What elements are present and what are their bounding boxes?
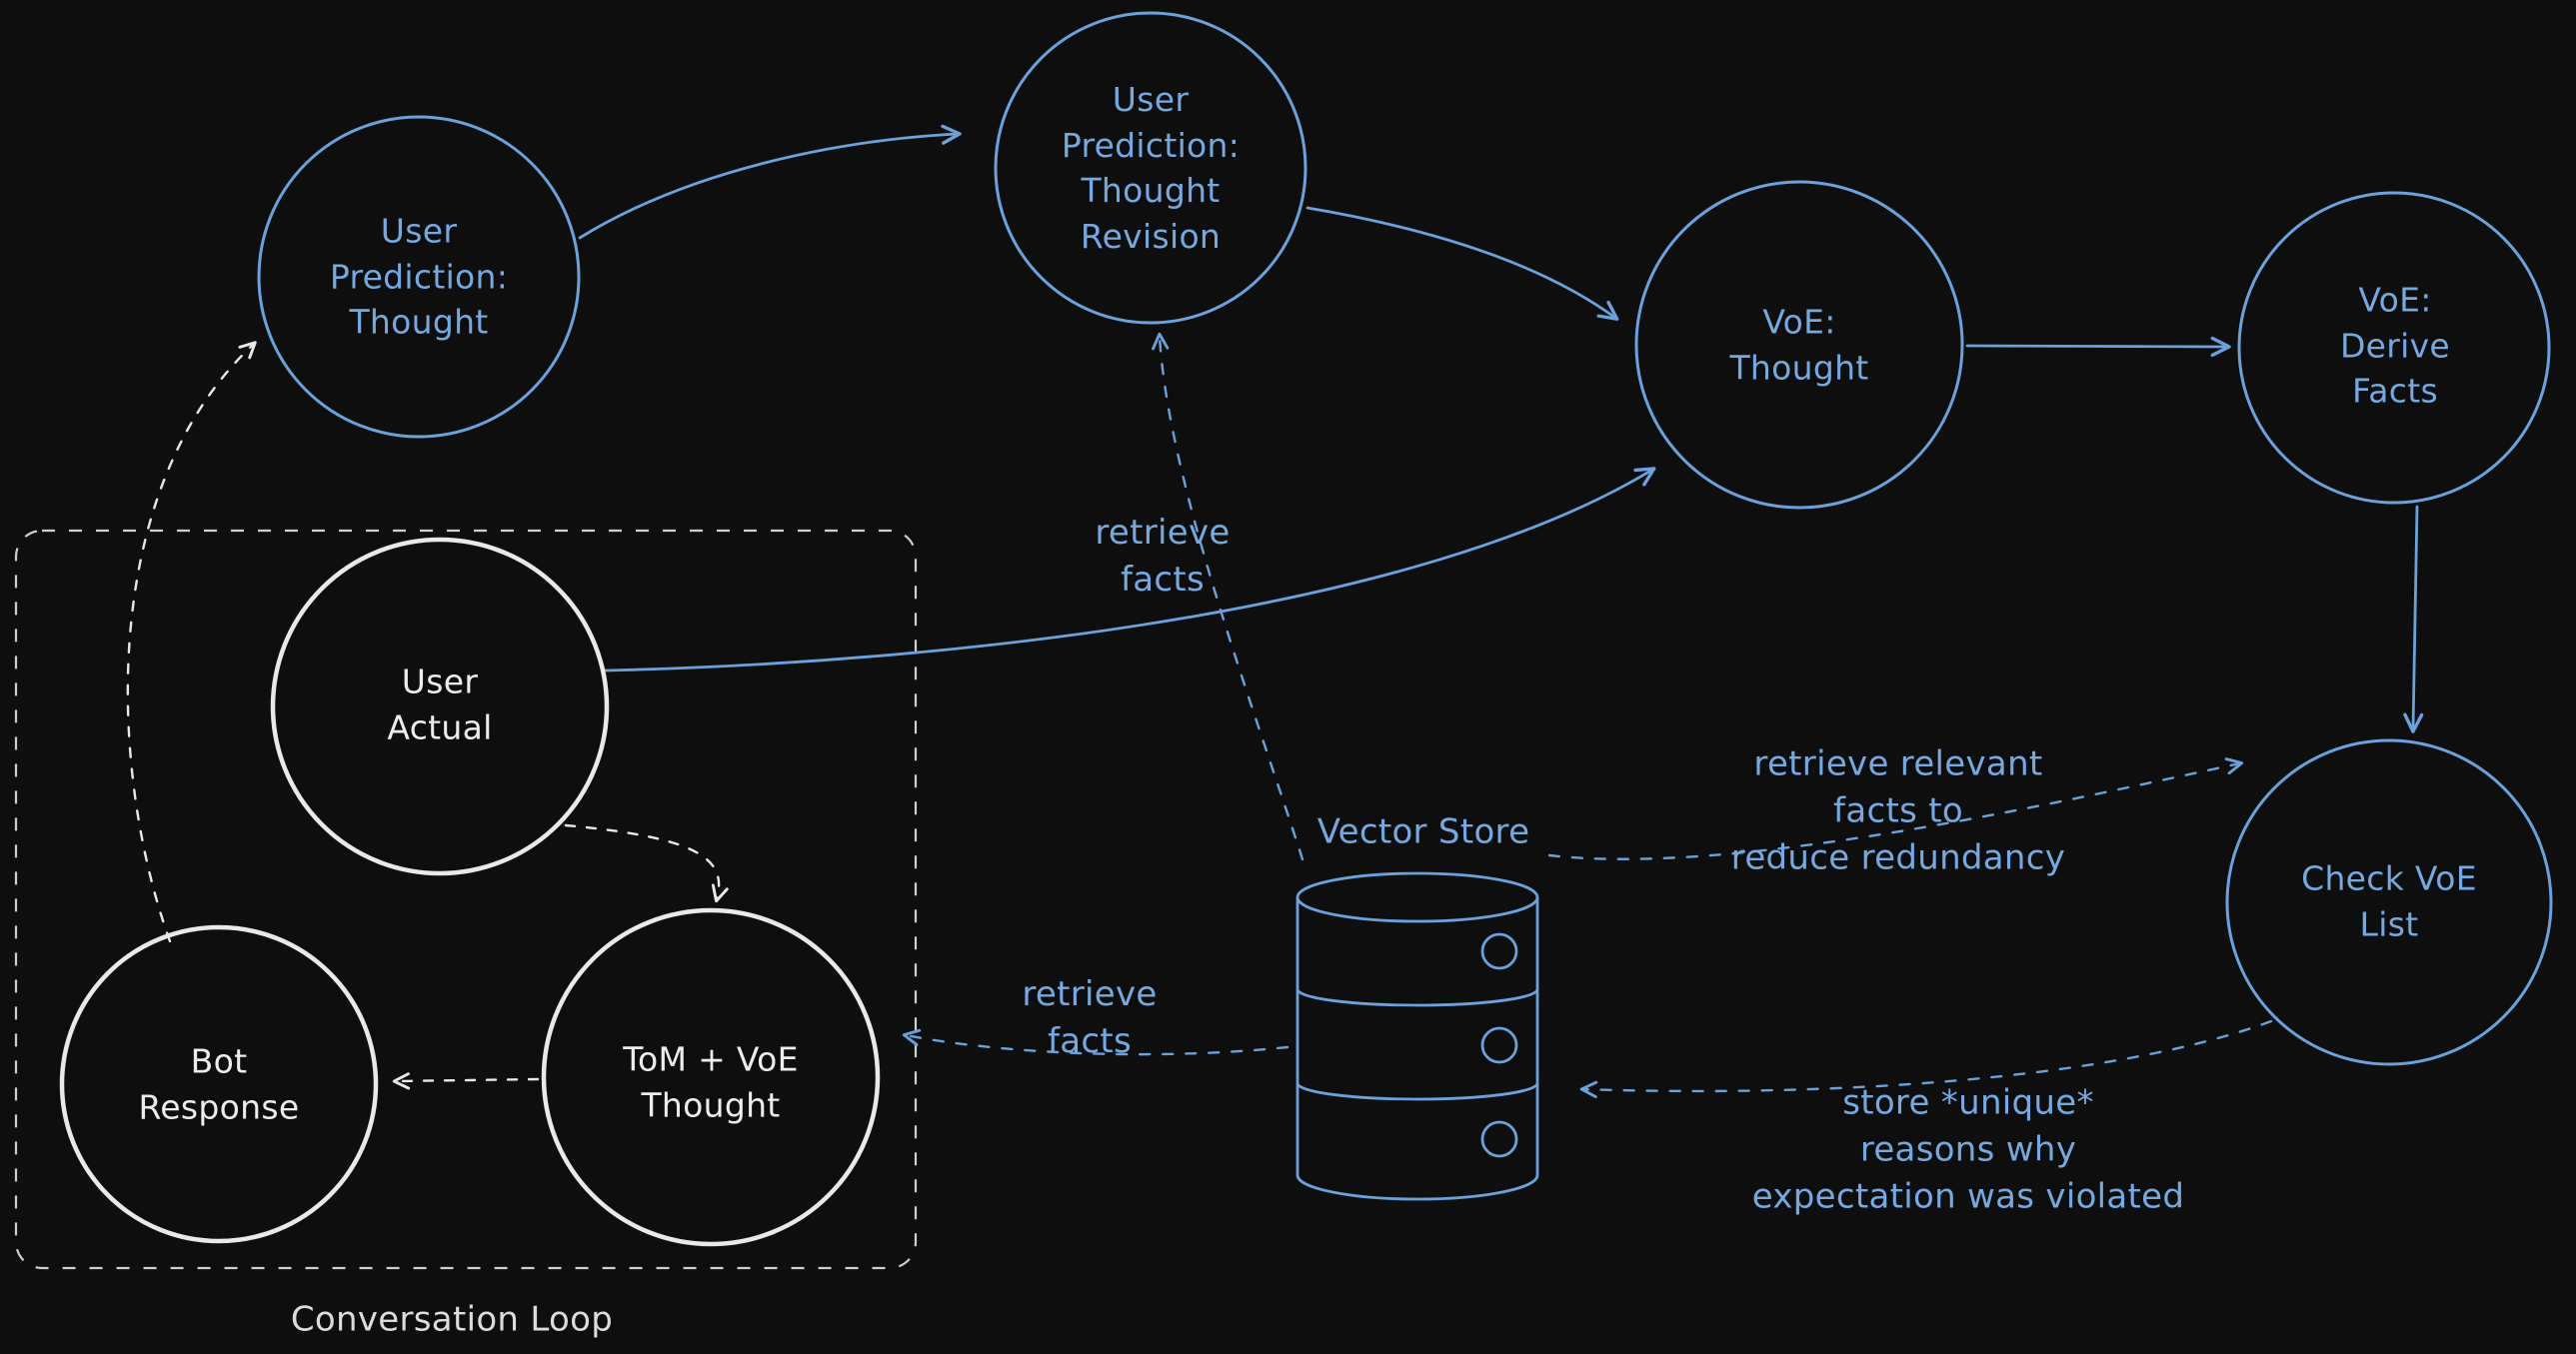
cylinder-separator-2	[1295, 1082, 1539, 1101]
arrow-tom-voe-to-bot-response	[392, 1072, 540, 1090]
node-user-actual	[270, 537, 610, 876]
arrow-thought-to-revision	[578, 124, 962, 240]
arrow-check-voe-to-vector-store	[1579, 1019, 2273, 1099]
cylinder-top	[1295, 871, 1539, 923]
node-bot-response	[59, 924, 379, 1244]
cylinder-bottom	[1295, 1174, 1539, 1201]
label-store-unique-reasons: store *unique* reasons why expectation w…	[1751, 1082, 2185, 1217]
cylinder-dot-3	[1480, 1120, 1518, 1158]
label-vector-store: Vector Store	[1316, 811, 1530, 852]
arrow-vector-store-to-thought-revision	[1152, 332, 1304, 861]
cylinder-dot-1	[1480, 932, 1518, 970]
label-retrieve-relevant-facts: retrieve relevant facts to reduce redund…	[1730, 743, 2066, 878]
node-user-prediction-thought	[257, 115, 581, 439]
vector-store-database-icon	[1295, 871, 1539, 1201]
cylinder-separator-1	[1295, 988, 1539, 1007]
arrow-bot-response-to-user-prediction	[126, 341, 257, 943]
arrow-user-actual-to-tom-voe	[564, 823, 729, 903]
label-voe-derive-facts: VoE: Derive Facts	[2339, 280, 2451, 411]
arrow-revision-to-voe-thought	[1305, 206, 1619, 321]
arrow-voe-thought-to-derive-facts	[1965, 336, 2231, 358]
label-bot-response: Bot Response	[138, 1041, 300, 1126]
arrow-derive-facts-to-check-voe	[2403, 505, 2424, 733]
label-conversation-loop: Conversation Loop	[290, 1299, 614, 1340]
arrow-vector-store-to-tom-voe	[902, 1028, 1289, 1056]
node-voe-derive-facts	[2237, 191, 2551, 505]
label-check-voe-list: Check VoE List	[2301, 858, 2477, 943]
label-user-actual: User Actual	[387, 662, 493, 746]
node-voe-thought	[1634, 180, 1964, 510]
arrow-user-actual-to-voe-thought	[603, 467, 1656, 673]
conversation-loop-box	[14, 529, 918, 1270]
label-retrieve-facts-upper: retrieve facts	[1095, 513, 1231, 600]
label-user-prediction-thought: User Prediction: Thought	[329, 211, 509, 342]
label-user-prediction-thought-revision: User Prediction: Thought Revision	[1061, 79, 1241, 256]
label-tom-voe-thought: ToM + VoE Thought	[623, 1039, 799, 1124]
node-user-prediction-thought-revision	[994, 11, 1307, 325]
cylinder-dot-2	[1480, 1026, 1518, 1064]
node-check-voe-list	[2225, 738, 2553, 1066]
node-tom-voe-thought	[541, 907, 881, 1247]
label-retrieve-facts-left: retrieve facts	[1022, 974, 1158, 1061]
label-voe-thought: VoE: Thought	[1729, 302, 1869, 387]
